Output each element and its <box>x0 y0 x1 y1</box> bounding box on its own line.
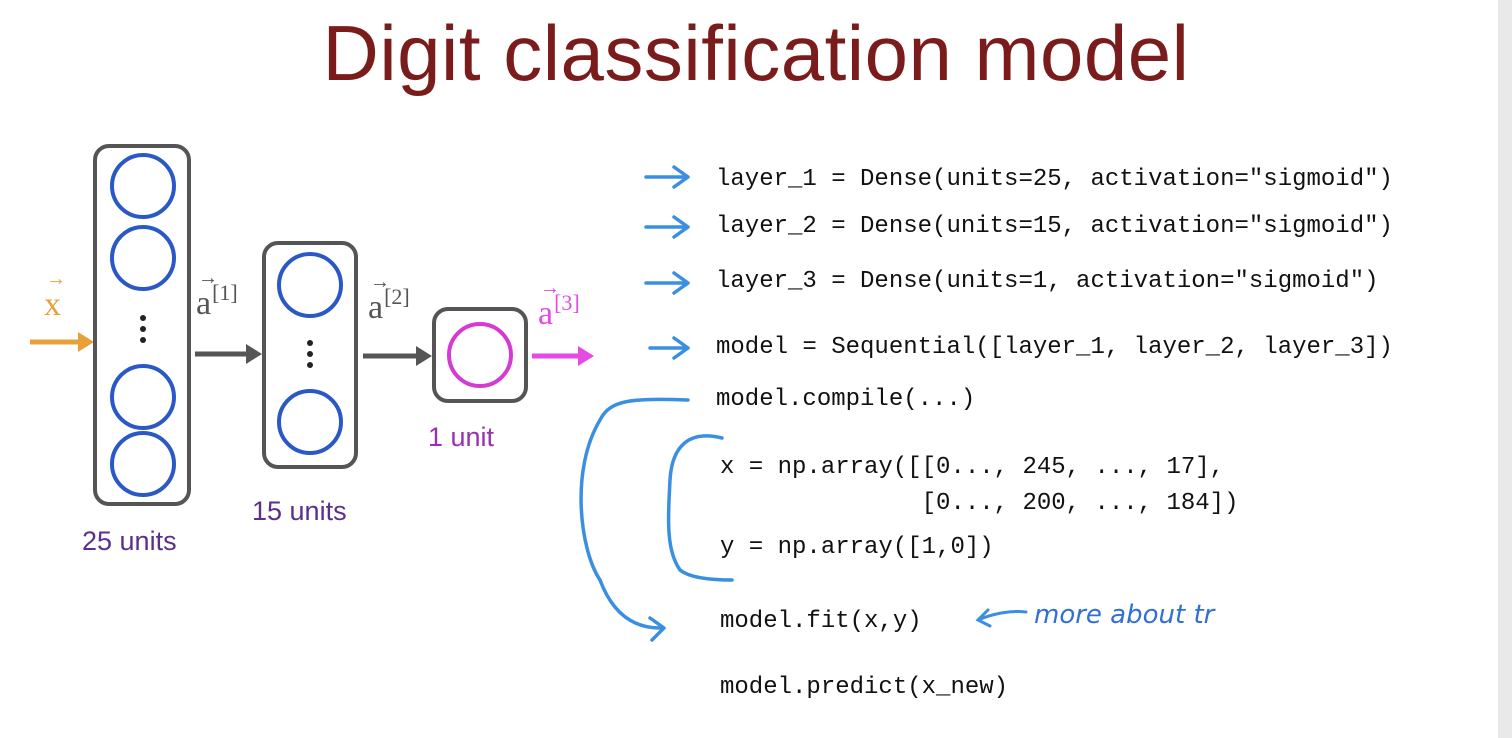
code-line: layer_1 = Dense(units=25, activation="si… <box>716 166 1393 193</box>
code-arrow-icon <box>644 215 690 239</box>
layer-2-units-label: 15 units <box>252 496 347 526</box>
activation-3-label: → a [3] <box>538 277 580 333</box>
activation-1-superscript: [1] <box>212 280 238 305</box>
compile-to-fit-bracket <box>579 397 690 642</box>
activation-3-superscript: [3] <box>554 290 580 315</box>
layer-1-frame <box>93 144 191 506</box>
output-arrow-head <box>578 346 594 366</box>
vector-arrow-icon: → <box>198 267 218 289</box>
code-line: model.fit(x,y) <box>720 608 922 635</box>
activation-2-arrow-head <box>416 346 432 366</box>
handwritten-annotation: more about tr <box>1034 600 1215 630</box>
code-line: model.predict(x_new) <box>720 674 1009 701</box>
activation-1-label: → a [1] <box>196 267 238 323</box>
vector-arrow-icon: → <box>370 271 390 293</box>
code-arrow-icon <box>644 165 690 189</box>
network-diagram <box>30 144 594 506</box>
page-title: Digit classification model <box>322 9 1190 97</box>
code-line: layer_2 = Dense(units=15, activation="si… <box>716 213 1393 240</box>
layer-2-frame <box>262 241 358 469</box>
layer-2-ellipsis-dot <box>307 340 313 346</box>
left-arrow-icon <box>975 608 1028 628</box>
layer-1-ellipsis-dot <box>140 315 146 321</box>
layer-1-neuron <box>110 431 176 497</box>
code-arrow-icon <box>648 336 690 360</box>
activation-2-base: a <box>368 289 384 326</box>
layer-2-ellipsis-dot <box>307 351 313 357</box>
code-line: model = Sequential([layer_1, layer_2, la… <box>716 334 1393 361</box>
code-annotations <box>579 165 734 642</box>
code-line: y = np.array([1,0]) <box>720 534 994 561</box>
input-x-text: x <box>44 286 61 323</box>
activation-1-arrow-head <box>246 344 262 364</box>
data-block-bracket <box>666 434 734 582</box>
activation-3-base: a <box>538 295 554 332</box>
layer-2-ellipsis-dot <box>307 362 313 368</box>
input-x-label: → x <box>44 268 66 324</box>
layer-1-ellipsis-dot <box>140 337 146 343</box>
code-line: [0..., 200, ..., 184]) <box>720 490 1239 517</box>
code-line: model.compile(...) <box>716 386 976 413</box>
layer-2-neuron <box>277 389 343 455</box>
activation-2-label: → a [2] <box>368 271 410 327</box>
vector-arrow-icon: → <box>540 277 560 299</box>
output-neuron <box>447 322 513 388</box>
annotation-arrow <box>975 608 1028 628</box>
layer-3-frame <box>432 307 528 403</box>
activation-1-base: a <box>196 285 212 322</box>
layer-3-units-label: 1 unit <box>428 422 495 452</box>
vector-arrow-icon: → <box>46 268 66 290</box>
code-line: x = np.array([[0..., 245, ..., 17], <box>720 454 1225 481</box>
activation-2-superscript: [2] <box>384 284 410 309</box>
layer-2-neuron <box>277 252 343 318</box>
layer-1-units-label: 25 units <box>82 526 177 556</box>
code-line: layer_3 = Dense(units=1, activation="sig… <box>716 268 1379 295</box>
code-arrow-icon <box>644 271 690 295</box>
input-arrow-head <box>78 332 94 352</box>
layer-1-neuron <box>110 225 176 291</box>
layer-1-neuron <box>110 153 176 219</box>
layer-1-ellipsis-dot <box>140 326 146 332</box>
layer-1-neuron <box>110 364 176 430</box>
right-edge-strip <box>1498 0 1512 738</box>
